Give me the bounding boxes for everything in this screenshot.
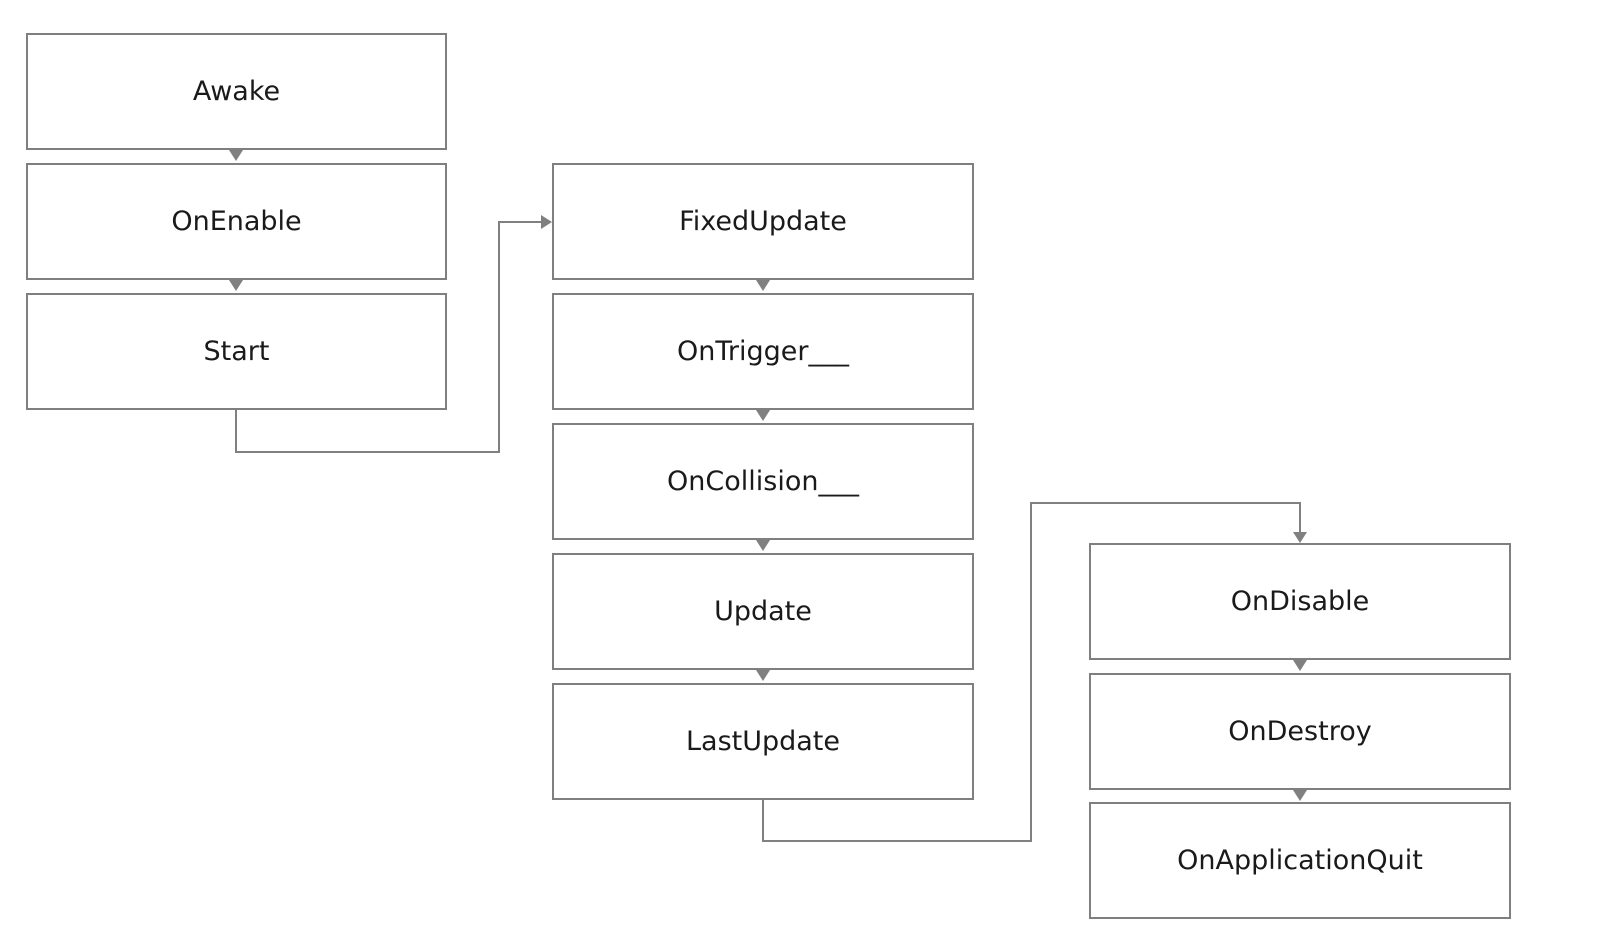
node-label: OnDisable xyxy=(1230,586,1370,617)
node-label: LastUpdate xyxy=(685,726,841,757)
node-awake: Awake xyxy=(26,33,447,150)
node-label: Update xyxy=(714,596,812,627)
node-on-disable: OnDisable xyxy=(1089,543,1511,660)
node-fixed-update: FixedUpdate xyxy=(552,163,974,280)
node-on-enable: OnEnable xyxy=(26,163,447,280)
node-on-destroy: OnDestroy xyxy=(1089,673,1511,790)
node-on-application-quit: OnApplicationQuit xyxy=(1089,802,1511,919)
arrow-head-start-to-fixed-update xyxy=(541,215,552,229)
node-label: OnCollision___ xyxy=(667,466,859,497)
arrow-awake-to-on-enable xyxy=(229,150,243,161)
node-label: OnTrigger___ xyxy=(677,336,849,367)
arrow-on-trigger-to-on-collision xyxy=(756,410,770,421)
arrow-head-last-update-to-on-disable xyxy=(1293,532,1307,543)
node-last-update: LastUpdate xyxy=(552,683,974,800)
arrow-update-to-last-update xyxy=(756,670,770,681)
node-on-trigger: OnTrigger___ xyxy=(552,293,974,410)
arrow-on-destroy-to-on-application-quit xyxy=(1293,790,1307,801)
arrow-on-disable-to-on-destroy xyxy=(1293,660,1307,671)
node-label: OnEnable xyxy=(171,206,302,237)
node-label: Awake xyxy=(192,76,281,107)
connector-last-update-to-on-disable xyxy=(762,502,1301,842)
node-label: OnApplicationQuit xyxy=(1177,845,1423,876)
connector-start-to-fixed-update xyxy=(235,221,541,453)
arrow-on-enable-to-start xyxy=(229,280,243,291)
node-label: Start xyxy=(203,336,270,367)
node-label: OnDestroy xyxy=(1228,716,1372,747)
node-start: Start xyxy=(26,293,447,410)
node-update: Update xyxy=(552,553,974,670)
arrow-on-collision-to-update xyxy=(756,540,770,551)
node-label: FixedUpdate xyxy=(679,206,847,237)
node-on-collision: OnCollision___ xyxy=(552,423,974,540)
arrow-fixed-update-to-on-trigger xyxy=(756,280,770,291)
